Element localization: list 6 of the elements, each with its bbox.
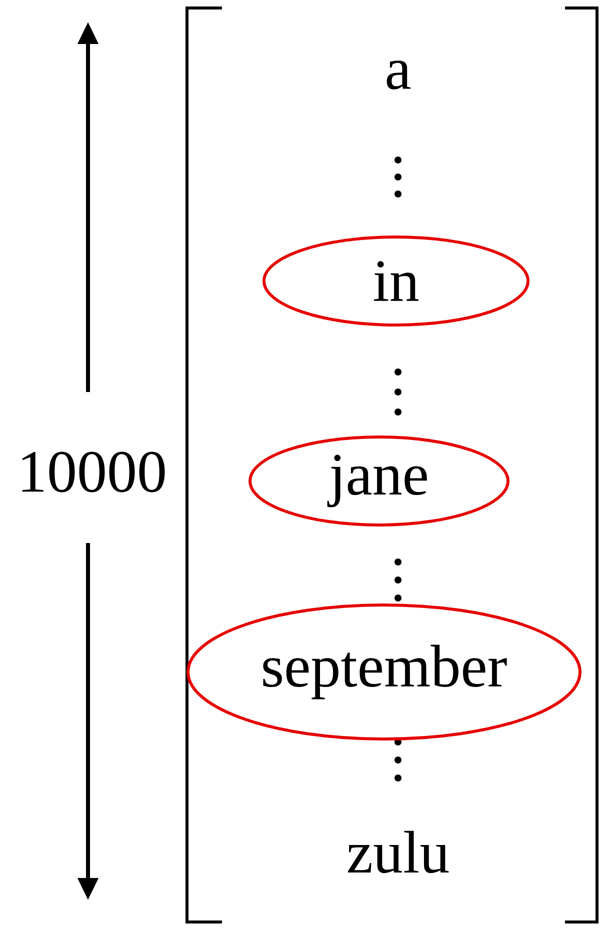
word-label: zulu (348, 830, 449, 874)
dimension-label: 10000 (22, 452, 165, 492)
circled-word: september (186, 604, 582, 740)
word-label: a (386, 60, 410, 90)
circled-word: in (262, 236, 530, 326)
circled-word: jane (248, 436, 510, 526)
